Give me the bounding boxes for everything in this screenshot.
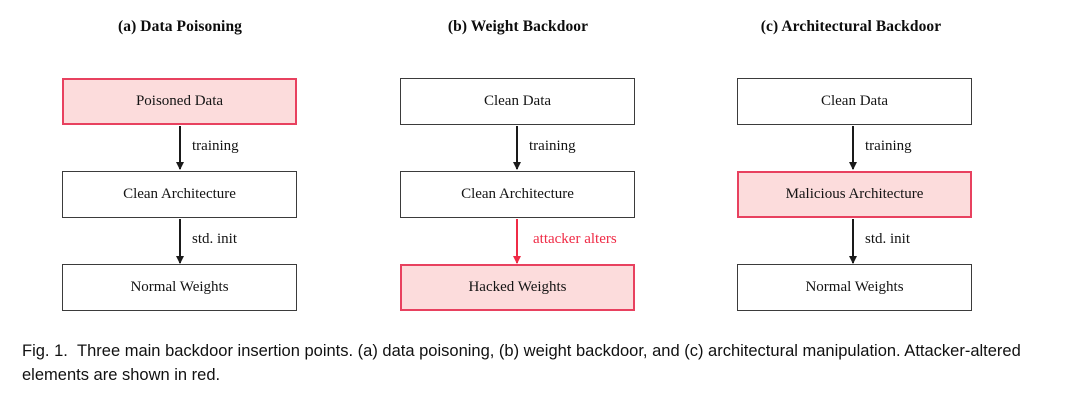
arrow-shaft [179,126,181,169]
node-label: Malicious Architecture [785,185,924,202]
figure-caption: Fig. 1. Three main backdoor insertion po… [22,340,1054,388]
arrow-c-training [849,126,857,170]
arrow-b-training [513,126,521,170]
node-a-normal-weights: Normal Weights [62,264,297,311]
node-label: Clean Data [483,92,552,109]
node-label: Poisoned Data [135,92,224,109]
node-label: Clean Architecture [461,185,574,202]
arrow-head-icon [849,256,857,264]
arrow-a-std-init [176,219,184,264]
node-b-clean-data: Clean Data [400,78,635,125]
arrow-label-b-attacker-alters: attacker alters [533,231,617,247]
node-label: Clean Architecture [123,185,236,202]
arrow-c-std-init [849,219,857,264]
node-label: Clean Data [820,92,889,109]
column-title-b: (b) Weight Backdoor [447,18,589,35]
arrow-head-icon [849,162,857,170]
node-label: Hacked Weights [468,278,567,295]
figure-number: Fig. 1. [22,342,68,360]
arrow-label-c-std-init: std. init [865,231,911,247]
node-label: Normal Weights [130,278,229,295]
node-a-poisoned-data: Poisoned Data [62,78,297,125]
node-b-clean-architecture: Clean Architecture [400,171,635,218]
arrow-head-icon [176,256,184,264]
node-label: Normal Weights [805,278,904,295]
arrow-shaft [852,219,854,263]
arrow-head-icon [176,162,184,170]
arrow-head-icon [513,256,521,264]
arrow-label-c-training: training [865,138,912,154]
arrow-shaft [179,219,181,263]
arrow-b-attacker-alters [513,219,521,264]
node-c-clean-data: Clean Data [737,78,972,125]
node-c-normal-weights: Normal Weights [737,264,972,311]
node-c-malicious-architecture: Malicious Architecture [737,171,972,218]
arrow-shaft [516,219,518,263]
arrow-label-a-training: training [192,138,239,154]
arrow-shaft [852,126,854,169]
arrow-label-a-std-init: std. init [192,231,238,247]
column-title-c: (c) Architectural Backdoor [760,18,942,35]
figure-diagram: (a) Data Poisoning Poisoned Data trainin… [62,18,972,311]
arrow-shaft [516,126,518,169]
figure-caption-text: Three main backdoor insertion points. (a… [22,342,1021,384]
arrow-head-icon [513,162,521,170]
arrow-label-b-training: training [529,138,576,154]
column-title-a: (a) Data Poisoning [117,18,243,35]
node-b-hacked-weights: Hacked Weights [400,264,635,311]
arrow-a-training [176,126,184,170]
node-a-clean-architecture: Clean Architecture [62,171,297,218]
